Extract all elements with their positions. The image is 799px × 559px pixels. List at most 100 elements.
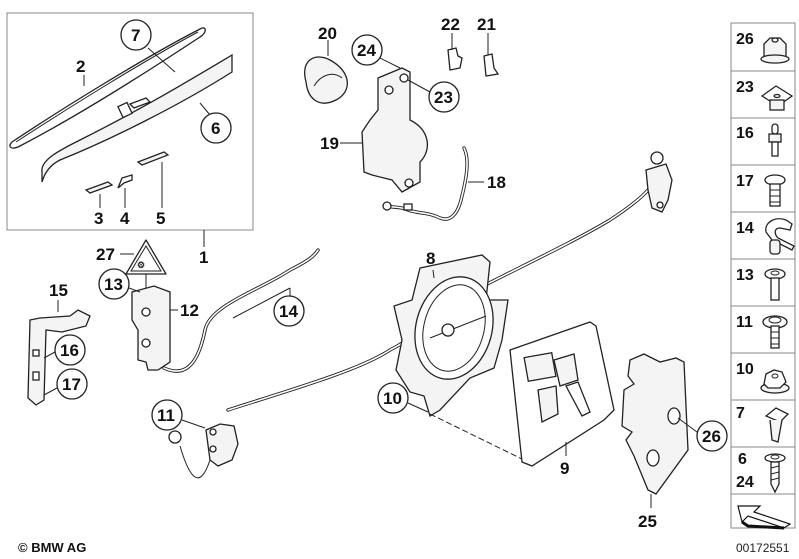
bracket-slot-1 bbox=[32, 349, 40, 357]
callout-1[interactable]: 1 bbox=[199, 248, 208, 267]
cover-25[interactable] bbox=[621, 353, 689, 495]
leader-10a bbox=[407, 402, 429, 413]
callout-20[interactable]: 20 bbox=[318, 24, 337, 43]
housing-ring-inner bbox=[422, 284, 486, 372]
actuator-hole-2 bbox=[404, 178, 414, 188]
callout-5[interactable]: 5 bbox=[156, 209, 165, 228]
legend-label-13: 13 bbox=[736, 267, 754, 284]
spring-nut-icon bbox=[764, 407, 790, 443]
leader-17 bbox=[43, 387, 58, 396]
ground-wire bbox=[179, 445, 211, 479]
handle-strip[interactable] bbox=[41, 53, 233, 183]
lock-12[interactable] bbox=[131, 285, 171, 371]
warning-label-inner bbox=[130, 245, 162, 272]
callout-23[interactable]: 23 bbox=[434, 88, 453, 107]
ground-lug bbox=[168, 430, 182, 444]
clip-4[interactable] bbox=[117, 174, 133, 189]
callout-24[interactable]: 24 bbox=[357, 41, 376, 60]
cable-end-bracket[interactable] bbox=[645, 163, 673, 213]
child-lock-icon: ⚙ bbox=[137, 260, 145, 270]
bracket-hole bbox=[656, 201, 664, 209]
leader-26 bbox=[677, 417, 698, 433]
callout-23-circle bbox=[428, 81, 460, 113]
actuator-hole-1 bbox=[384, 85, 394, 95]
callout-19[interactable]: 19 bbox=[320, 134, 339, 153]
legend-label-14: 14 bbox=[736, 220, 754, 237]
callout-2[interactable]: 2 bbox=[76, 57, 85, 76]
leader-7 bbox=[147, 47, 176, 73]
callout-16-circle bbox=[54, 334, 86, 366]
callout-16[interactable]: 16 bbox=[60, 341, 79, 360]
harness-18-inner bbox=[387, 147, 468, 220]
legend-label-7: 7 bbox=[736, 405, 745, 422]
legend-label-23: 23 bbox=[736, 79, 754, 96]
callout-17-circle bbox=[56, 368, 88, 400]
callout-10[interactable]: 10 bbox=[383, 389, 402, 408]
callout-8[interactable]: 8 bbox=[426, 249, 435, 268]
legend-label-11: 11 bbox=[736, 314, 753, 331]
legend-label-17: 17 bbox=[736, 173, 754, 190]
lock-hole-2 bbox=[141, 338, 151, 348]
handle-bracket bbox=[128, 97, 152, 109]
kit-1-frame bbox=[6, 12, 254, 231]
callout-26[interactable]: 26 bbox=[702, 427, 721, 446]
hinge-bracket-15[interactable] bbox=[27, 309, 91, 406]
housing-handle bbox=[429, 315, 487, 339]
callout-3[interactable]: 3 bbox=[94, 209, 103, 228]
cover-hole-2 bbox=[646, 449, 660, 467]
callout-24-circle bbox=[351, 34, 383, 66]
actuator-arm bbox=[565, 381, 591, 417]
callout-7[interactable]: 7 bbox=[131, 26, 140, 45]
callout-9[interactable]: 9 bbox=[560, 459, 569, 478]
callout-22[interactable]: 22 bbox=[441, 15, 460, 34]
callout-27[interactable]: 27 bbox=[96, 245, 115, 264]
leader-24 bbox=[379, 57, 401, 69]
actuator-nut bbox=[399, 73, 409, 83]
cable-clip-icon bbox=[765, 218, 795, 255]
flange-screw-icon bbox=[762, 315, 788, 349]
callout-26-circle bbox=[696, 420, 728, 452]
pan-head-screw-icon bbox=[764, 174, 786, 207]
hex-nut-icon bbox=[760, 369, 790, 394]
callout-17[interactable]: 17 bbox=[62, 375, 81, 394]
lever-hole-2 bbox=[209, 445, 217, 453]
callout-13[interactable]: 13 bbox=[104, 275, 123, 294]
lock-mechanism-plate-9[interactable] bbox=[509, 321, 615, 467]
legend-label-24: 24 bbox=[736, 474, 754, 491]
cable-14-inner bbox=[163, 249, 319, 372]
pad-3[interactable] bbox=[84, 181, 114, 194]
callout-25[interactable]: 25 bbox=[638, 512, 657, 531]
lock-hole-1 bbox=[141, 307, 151, 317]
seal-inner-line bbox=[15, 31, 199, 143]
lever-hole-1 bbox=[209, 428, 217, 436]
leader-16 bbox=[43, 351, 56, 359]
clip-22[interactable] bbox=[447, 47, 463, 71]
callout-18[interactable]: 18 bbox=[487, 173, 506, 192]
stud-bolt-icon bbox=[768, 123, 782, 157]
legend-label-16: 16 bbox=[736, 125, 754, 142]
bracket-slot-2 bbox=[32, 371, 40, 381]
callout-15[interactable]: 15 bbox=[49, 281, 68, 300]
harness-connector-2 bbox=[403, 203, 413, 211]
flange-nut-icon bbox=[760, 37, 790, 64]
callout-12[interactable]: 12 bbox=[180, 301, 199, 320]
callout-11[interactable]: 11 bbox=[157, 406, 175, 425]
lock-actuator-19[interactable] bbox=[361, 67, 429, 193]
callout-6[interactable]: 6 bbox=[211, 119, 220, 138]
callout-4[interactable]: 4 bbox=[120, 209, 130, 228]
leader-13 bbox=[128, 287, 141, 293]
pad-5[interactable] bbox=[136, 151, 170, 166]
square-clip-nut-icon bbox=[760, 85, 794, 111]
trim-cover-20[interactable] bbox=[304, 56, 348, 104]
callout-6-circle bbox=[200, 112, 232, 144]
callout-14[interactable]: 14 bbox=[279, 302, 298, 321]
actuator-lever bbox=[537, 385, 559, 423]
leader-6 bbox=[199, 102, 211, 116]
seal-strip[interactable] bbox=[9, 27, 206, 149]
clip-21[interactable] bbox=[483, 53, 500, 77]
callout-21[interactable]: 21 bbox=[477, 15, 496, 34]
actuator-body bbox=[553, 353, 579, 387]
leader-8 bbox=[432, 269, 435, 279]
diagram-id: 00172551 bbox=[736, 541, 790, 555]
callout-13-circle bbox=[98, 268, 130, 300]
